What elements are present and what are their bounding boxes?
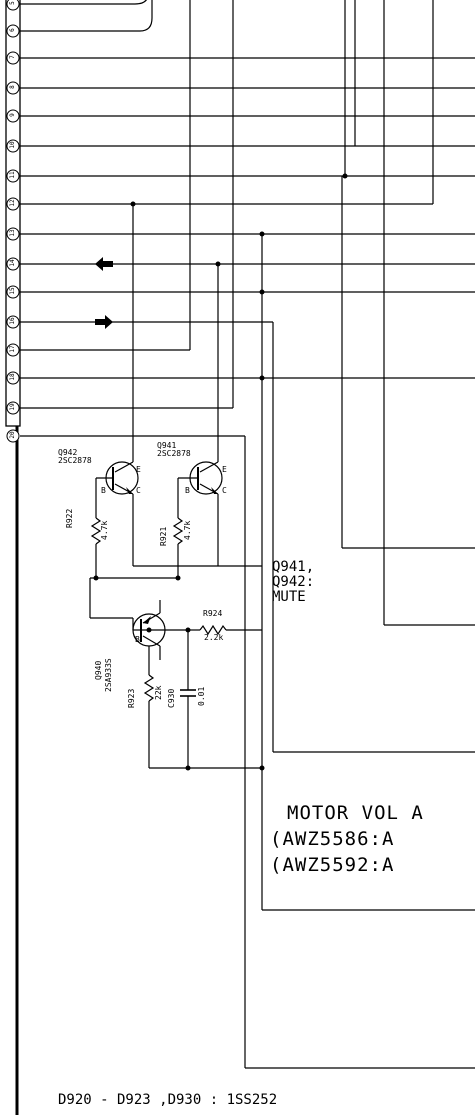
pin-6-label: 6	[9, 28, 16, 32]
q940-part: 2SA933S	[104, 658, 113, 692]
pin-18-label: 18	[9, 373, 16, 381]
pin-16-label: 16	[9, 317, 16, 325]
r922-zigzag	[90, 517, 102, 545]
arrow-left-icon	[95, 257, 113, 271]
pin-14-label: 14	[9, 259, 16, 267]
q940-ref: Q940	[94, 660, 103, 680]
r924-zigzag	[199, 624, 227, 636]
r921-ref: R921	[159, 526, 168, 546]
diode-note: D920 - D923 ,D930 : 1SS252	[58, 1092, 278, 1108]
assembly-title: MOTOR VOL A (AWZ5586:A (AWZ5592:A	[270, 800, 424, 878]
r921-value: 4.7k	[183, 520, 192, 540]
q942-ref: Q942	[58, 448, 78, 457]
assembly-line2: (AWZ5586:A	[270, 828, 395, 850]
pin-9-label: 9	[9, 113, 16, 117]
q941-label: Q941 2SC2878	[157, 442, 191, 458]
r921-zigzag	[172, 517, 184, 545]
q942-part: 2SC2878	[58, 456, 92, 465]
q941-ref: Q941	[157, 441, 177, 450]
pin-13-label: 13	[9, 229, 16, 237]
pin-10-label: 10	[9, 141, 16, 149]
q941-part: 2SC2878	[157, 449, 191, 458]
r924-ref: R924	[203, 609, 223, 618]
mute-note: Q941, Q942: MUTE	[272, 560, 314, 605]
assembly-line3: (AWZ5592:A	[270, 854, 395, 876]
pin-12-label: 12	[9, 199, 16, 207]
q942-e-pin: E	[136, 465, 141, 474]
wire-pin6	[20, 0, 153, 32]
q941-c-pin: C	[222, 486, 227, 495]
r923-value: 22k	[154, 685, 163, 700]
q942-label: Q942 2SC2878	[58, 449, 92, 465]
c930-ref: C930	[167, 688, 176, 708]
pin-17-label: 17	[9, 345, 16, 353]
r923-ref: R923	[127, 688, 136, 708]
q942-c-pin: C	[136, 486, 141, 495]
r922-value: 4.7k	[100, 520, 109, 540]
wire-pin5	[20, 0, 147, 5]
c930-value: 0.01	[197, 686, 206, 706]
assembly-line1: MOTOR VOL A	[287, 802, 424, 824]
arrow-right-icon	[95, 315, 113, 329]
mute-note-line3: MUTE	[272, 589, 306, 605]
q941-e-pin: E	[222, 465, 227, 474]
pin-8-label: 8	[9, 85, 16, 89]
q940-b-pin: B	[135, 635, 140, 644]
pin-11-label: 11	[9, 171, 16, 179]
junction-dots	[93, 173, 348, 771]
connector-body	[5, 0, 21, 427]
mute-note-line1: Q941,	[272, 559, 315, 575]
pin-5-label: 5	[9, 1, 16, 5]
pin-20-label: 20	[9, 431, 16, 439]
r924-value: 2.2k	[204, 633, 224, 642]
r923-zigzag	[143, 674, 155, 702]
q942-b-pin: B	[101, 486, 106, 495]
mute-note-line2: Q942:	[272, 574, 315, 590]
pin-15-label: 15	[9, 287, 16, 295]
pin-19-label: 19	[9, 403, 16, 411]
r924-label: R924	[203, 610, 222, 618]
r922-ref: R922	[65, 508, 74, 528]
pin-7-label: 7	[9, 55, 16, 59]
q941-b-pin: B	[185, 486, 190, 495]
